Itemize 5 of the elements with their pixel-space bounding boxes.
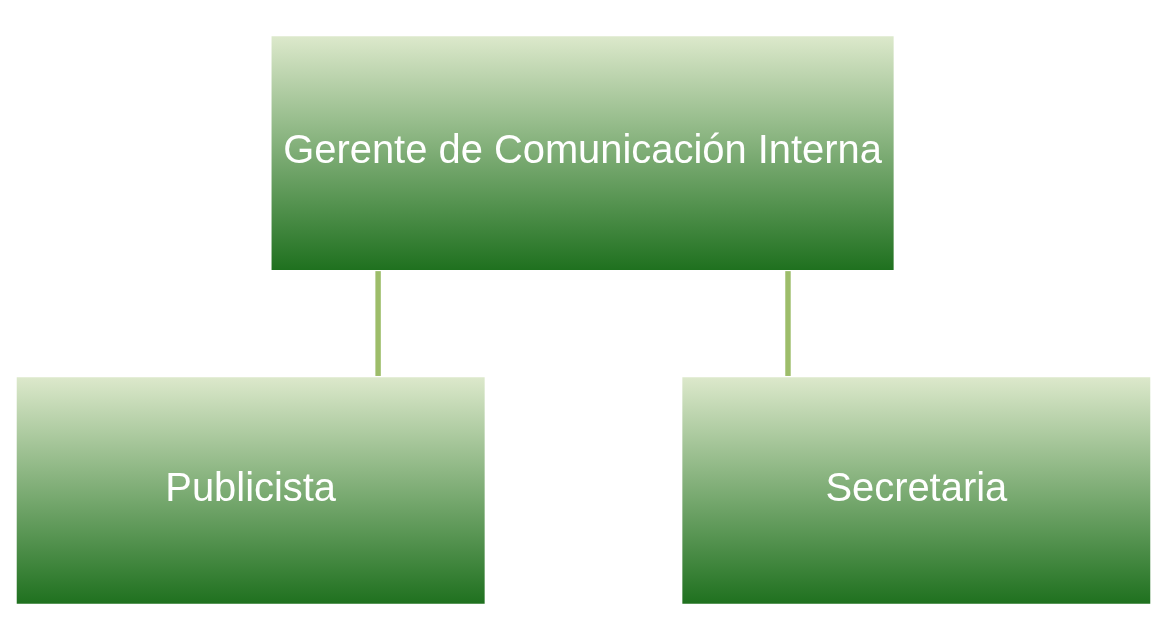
connector xyxy=(785,270,791,376)
node-box: Publicista xyxy=(14,374,487,606)
node-box: Gerente de Comunicación Interna xyxy=(269,33,896,272)
connector xyxy=(375,270,381,376)
node-box: Secretaria xyxy=(680,374,1153,606)
